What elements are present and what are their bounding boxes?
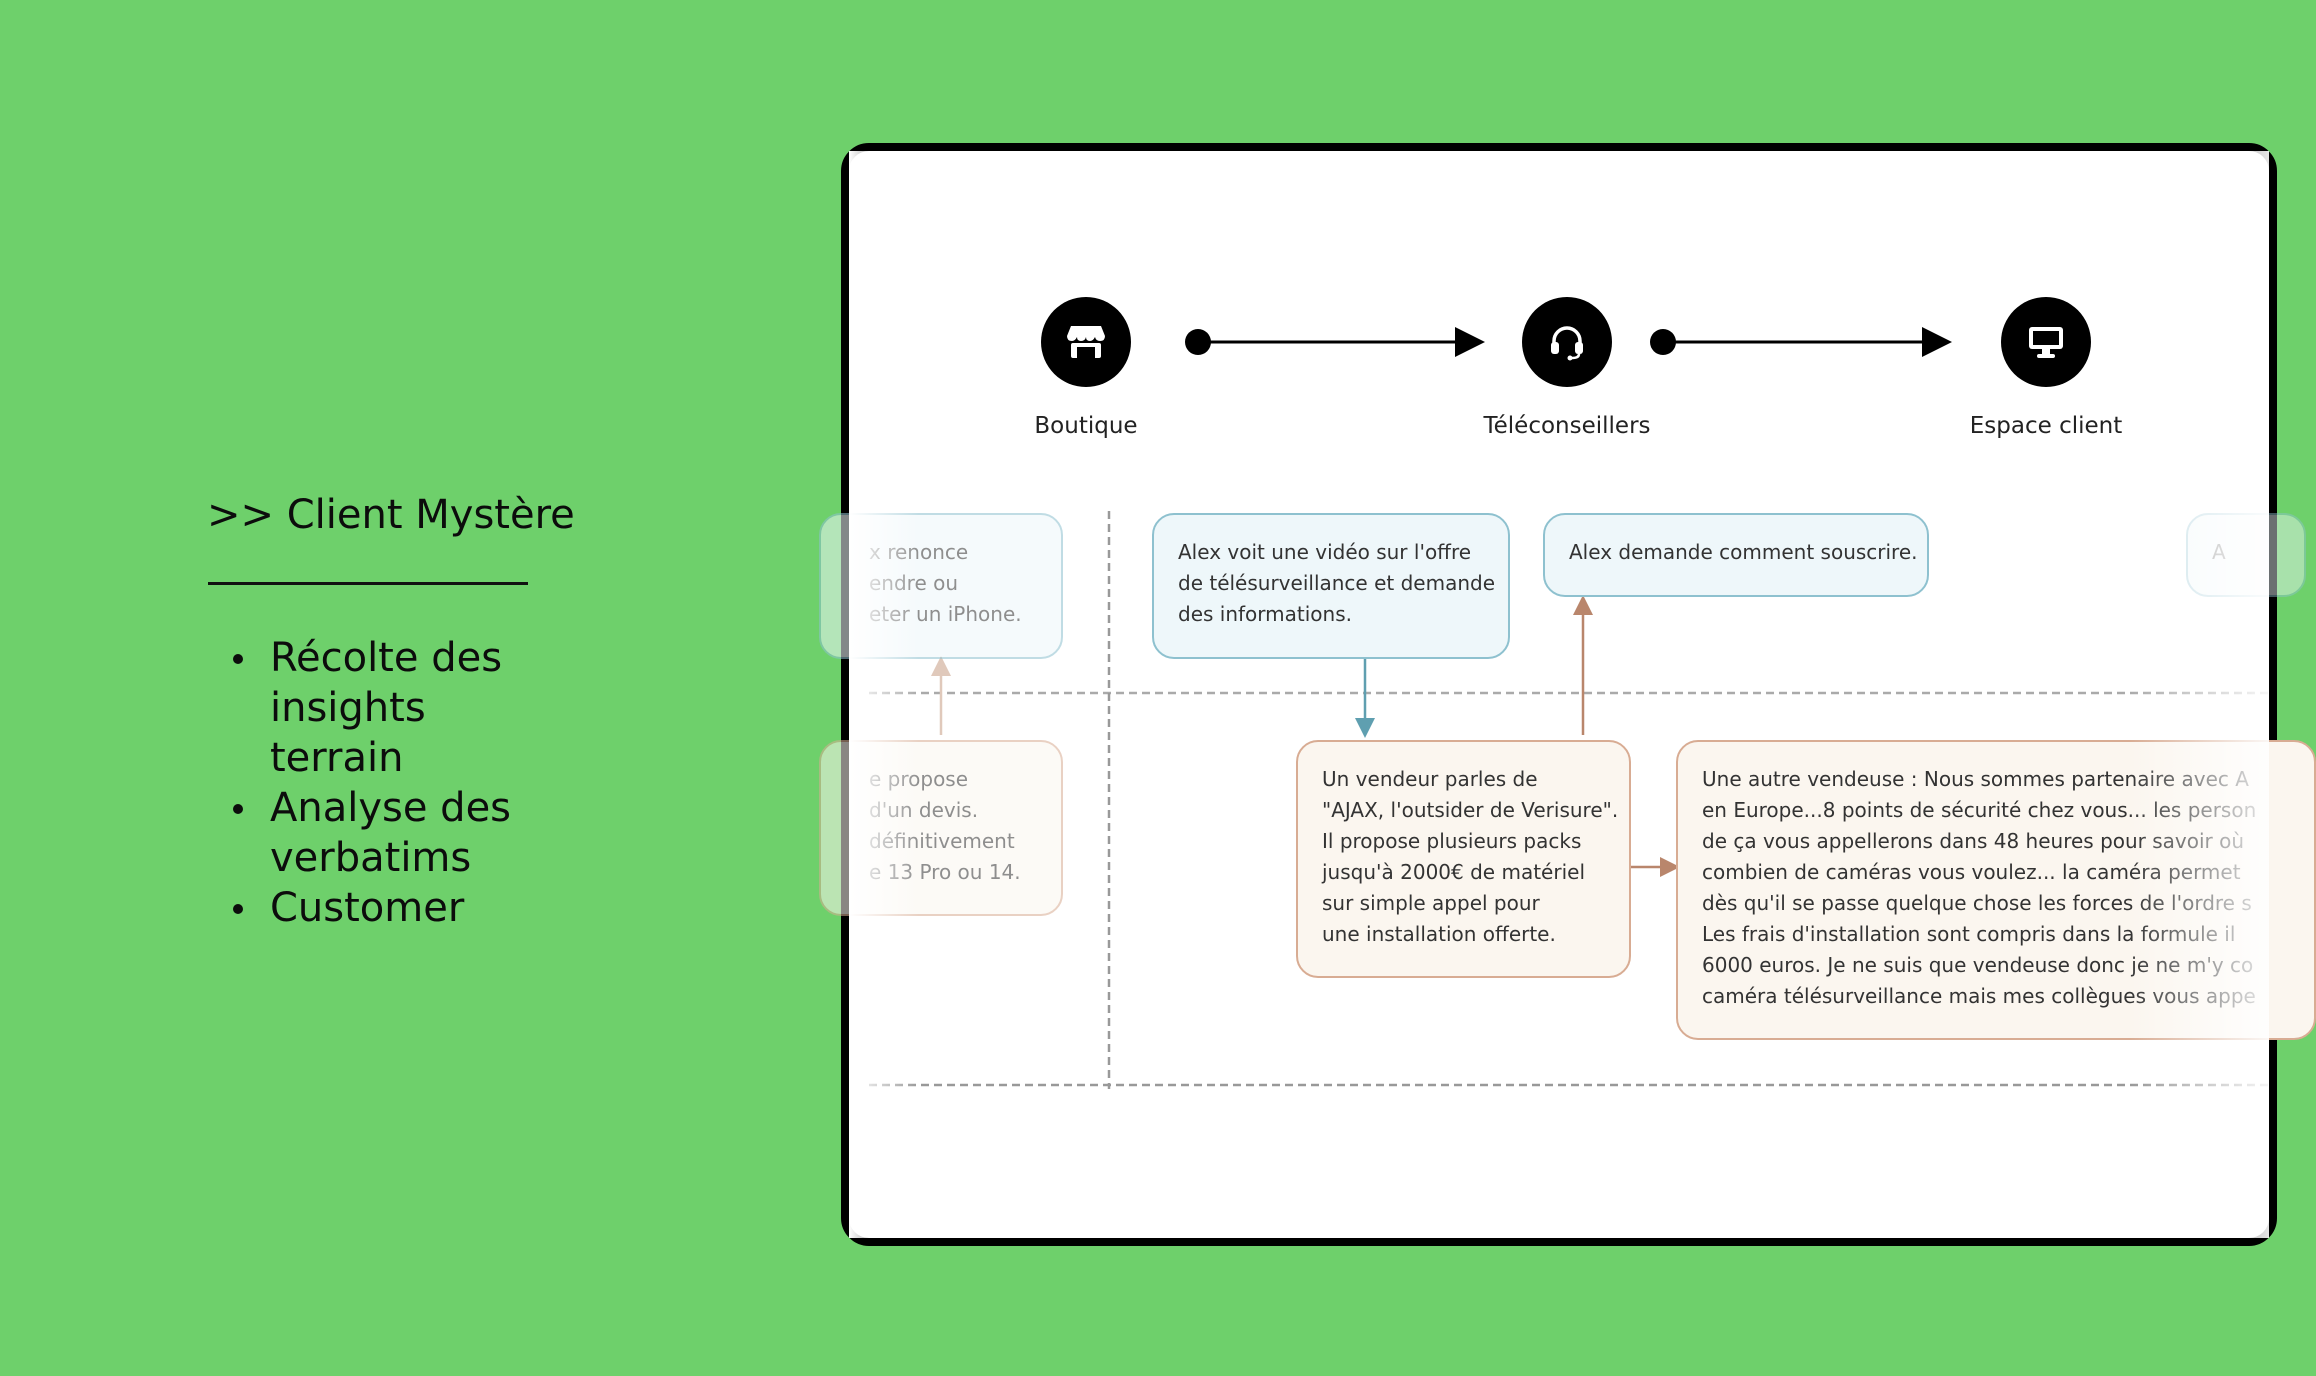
step-boutique: [1041, 297, 1131, 387]
card-line: en Europe...8 points de sécurité chez vo…: [1702, 798, 2257, 822]
card-vendeur: Un vendeur parles de "AJAX, l'outsider d…: [1296, 740, 1631, 978]
card-vendeuse: Une autre vendeuse : Nous sommes partena…: [1676, 740, 2316, 1040]
card-partial-top: x renonce endre ou eter un iPhone.: [819, 513, 1063, 659]
card-line: de ça vous appellerons dans 48 heures po…: [1702, 829, 2245, 853]
card-line: Il propose plusieurs packs: [1322, 829, 1582, 853]
card-video-request: Alex voit une vidéo sur l'offre de télés…: [1152, 513, 1510, 659]
card-line: "AJAX, l'outsider de Verisure".: [1322, 798, 1619, 822]
bullet-list: Récolte des insights terrain Analyse des…: [228, 633, 570, 933]
step-espace-client: [2001, 297, 2091, 387]
card-line: A: [2212, 540, 2226, 564]
connector-layer: [869, 327, 2269, 1089]
card-line: endre ou: [869, 571, 959, 595]
title-divider: [208, 582, 528, 585]
monitor-icon: [2029, 327, 2063, 358]
card-line: eter un iPhone.: [869, 602, 1022, 626]
step-connector: [1185, 327, 1485, 357]
card-line: Alex demande comment souscrire.: [1569, 540, 1918, 564]
card-line: définitivement: [869, 829, 1015, 853]
card-line: jusqu'à 2000€ de matériel: [1322, 860, 1585, 884]
bullet-item: Récolte des insights terrain: [228, 633, 570, 783]
card-line: 6000 euros. Je ne suis que vendeuse donc…: [1702, 953, 2254, 977]
step-teleconseillers: [1522, 297, 1612, 387]
card-line: des informations.: [1178, 602, 1352, 626]
bullet-item: Customer: [228, 883, 570, 933]
journey-map-frame: Boutique Téléconseillers Espace client x…: [819, 143, 2316, 1246]
card-line: Alex voit une vidéo sur l'offre: [1178, 540, 1472, 564]
card-line: e 13 Pro ou 14.: [869, 860, 1021, 884]
store-icon: [1067, 326, 1105, 358]
card-line: caméra télésurveillance mais mes collègu…: [1702, 984, 2256, 1008]
card-line: d'un devis.: [869, 798, 979, 822]
card-line: une installation offerte.: [1322, 922, 1556, 946]
card-line: x renonce: [869, 540, 969, 564]
card-partial-bottom: e propose d'un devis. définitivement e 1…: [819, 740, 1063, 916]
card-line: sur simple appel pour: [1322, 891, 1540, 915]
card-line: Un vendeur parles de: [1322, 767, 1538, 791]
card-line: combien de caméras vous voulez... la cam…: [1702, 860, 2241, 884]
card-line: e propose: [869, 767, 969, 791]
step-label: Boutique: [1034, 413, 1138, 439]
card-line: dès qu'il se passe quelque chose les for…: [1702, 891, 2252, 915]
card-edge: A: [2186, 513, 2306, 597]
card-line: de télésurveillance et demande: [1178, 571, 1496, 595]
bullet-item: Analyse des verbatims: [228, 783, 530, 883]
card-line: Les frais d'installation sont compris da…: [1702, 922, 2236, 946]
step-label: Téléconseillers: [1483, 413, 1651, 439]
card-line: Une autre vendeuse : Nous sommes partena…: [1702, 767, 2249, 791]
step-connector: [1650, 327, 1952, 357]
step-label: Espace client: [1969, 413, 2123, 439]
headset-icon: [1551, 326, 1583, 361]
sidebar-title: >> Client Mystère: [207, 492, 575, 538]
card-subscribe: Alex demande comment souscrire.: [1543, 513, 1929, 597]
